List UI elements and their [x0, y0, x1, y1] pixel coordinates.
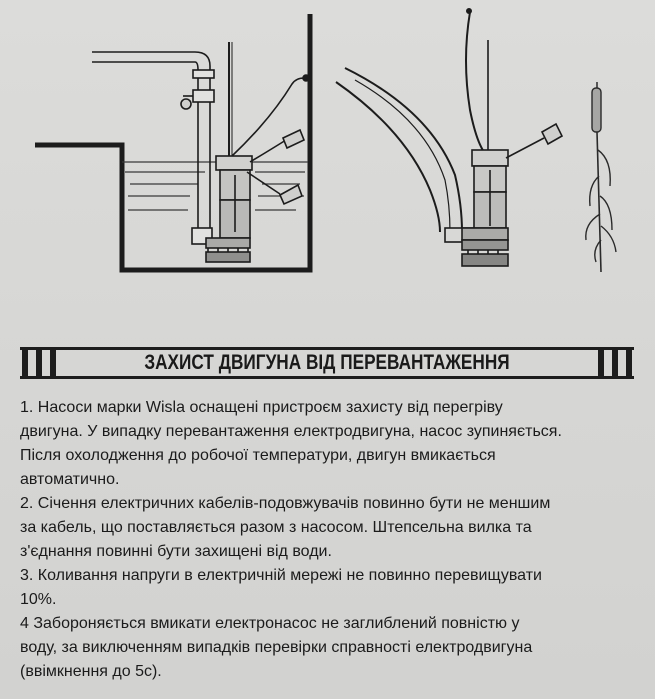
- text-line: з'єднання повинні бути захищені від води…: [20, 543, 332, 560]
- section-header: ЗАХИСТ ДВИГУНА ВІД ПЕРЕВАНТАЖЕННЯ: [20, 344, 634, 382]
- cattail-plant-drawing: [585, 82, 617, 273]
- text-line: 4 Забороняється вмикати електронасос не …: [20, 615, 520, 632]
- text-line: 2. Січення електричних кабелів-подовжува…: [20, 495, 551, 512]
- pump-installation-illustrations: [35, 8, 617, 273]
- header-rule-bottom: [20, 376, 634, 379]
- text-line: двигуна. У випадку перевантаження електр…: [20, 423, 562, 440]
- text-line: 10%.: [20, 591, 57, 608]
- header-bars-right-icon: [598, 348, 632, 378]
- instructions-text: 1. Насоси марки Wisla оснащені пристроєм…: [20, 396, 640, 684]
- tank-installation-drawing: [35, 14, 313, 273]
- text-line: воду, за виключенням випадків перевірки …: [20, 639, 533, 656]
- header-rule-top: [20, 347, 634, 350]
- text-line: (ввімкнення до 5с).: [20, 663, 162, 680]
- text-line: за кабель, що поставляється разом з насо…: [20, 519, 532, 536]
- text-line: 1. Насоси марки Wisla оснащені пристроєм…: [20, 399, 503, 416]
- header-bars-left-icon: [22, 348, 56, 378]
- text-line: автоматично.: [20, 471, 120, 488]
- pump-with-hose-drawing: [335, 8, 564, 267]
- section-title: ЗАХИСТ ДВИГУНА ВІД ПЕРЕВАНТАЖЕННЯ: [144, 351, 510, 374]
- text-line: Після охолодження до робочої температури…: [20, 447, 496, 464]
- text-line: 3. Коливання напруги в електричній мереж…: [20, 567, 542, 584]
